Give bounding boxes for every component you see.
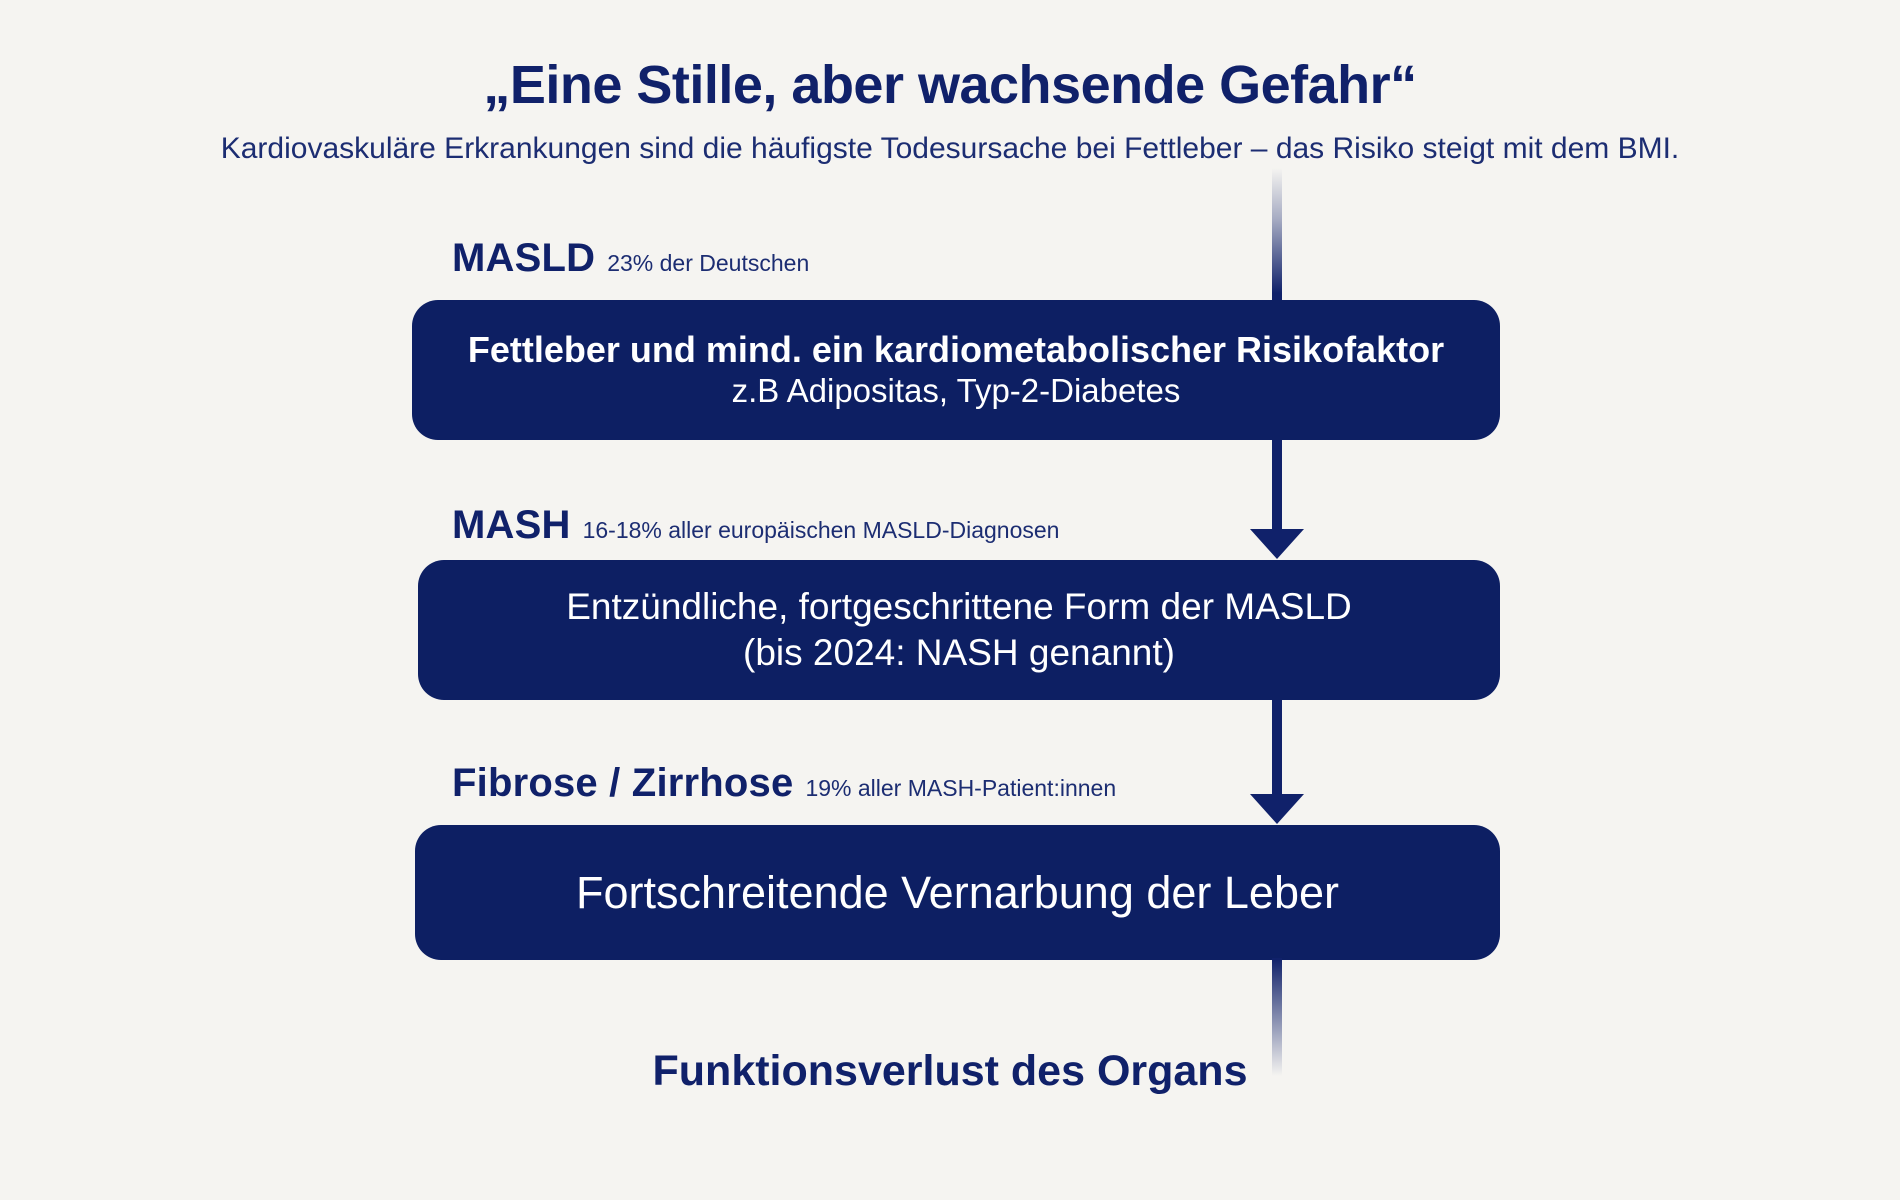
connector-line-bottom [1272, 958, 1282, 1076]
stage-box-fibrose: Fortschreitende Vernarbung der Leber [415, 825, 1500, 960]
stage-stat-masld: 23% der Deutschen [607, 250, 810, 276]
stage-box-mash-main: Entzündliche, fortgeschrittene Form der … [566, 585, 1352, 627]
stage-box-masld: Fettleber und mind. ein kardiometabolisc… [412, 300, 1500, 440]
arrow-masld-to-mash-icon [1250, 440, 1304, 559]
stage-box-masld-main: Fettleber und mind. ein kardiometabolisc… [467, 328, 1445, 370]
stage-box-mash-sub: (bis 2024: NASH genannt) [743, 632, 1175, 673]
stage-box-masld-sub: z.B Adipositas, Typ-2-Diabetes [731, 372, 1181, 410]
stage-term-masld: MASLD [452, 236, 596, 280]
stage-label-masld: MASLD 23% der Deutschen [452, 238, 809, 278]
stage-stat-mash: 16-18% aller europäischen MASLD-Diagnose… [582, 517, 1060, 543]
stage-label-fibrose: Fibrose / Zirrhose 19% aller MASH-Patient… [452, 763, 1116, 803]
stage-label-mash: MASH 16-18% aller europäischen MASLD-Diag… [452, 505, 1059, 545]
page-title: „Eine Stille, aber wachsende Gefahr“ [483, 55, 1417, 115]
stage-box-fibrose-main: Fortschreitende Vernarbung der Leber [576, 866, 1339, 918]
stage-term-mash: MASH [452, 503, 571, 547]
arrow-mash-to-fibrose-icon [1250, 700, 1304, 824]
outcome-label: Funktionsverlust des Organs [652, 1047, 1248, 1095]
stage-term-fibrose: Fibrose / Zirrhose [452, 761, 794, 805]
stage-stat-fibrose: 19% aller MASH-Patient:innen [805, 775, 1117, 801]
page-subtitle: Kardiovaskuläre Erkrankungen sind die hä… [220, 132, 1680, 165]
connector-line-top [1272, 168, 1282, 304]
stage-box-mash: Entzündliche, fortgeschrittene Form der … [418, 560, 1500, 700]
